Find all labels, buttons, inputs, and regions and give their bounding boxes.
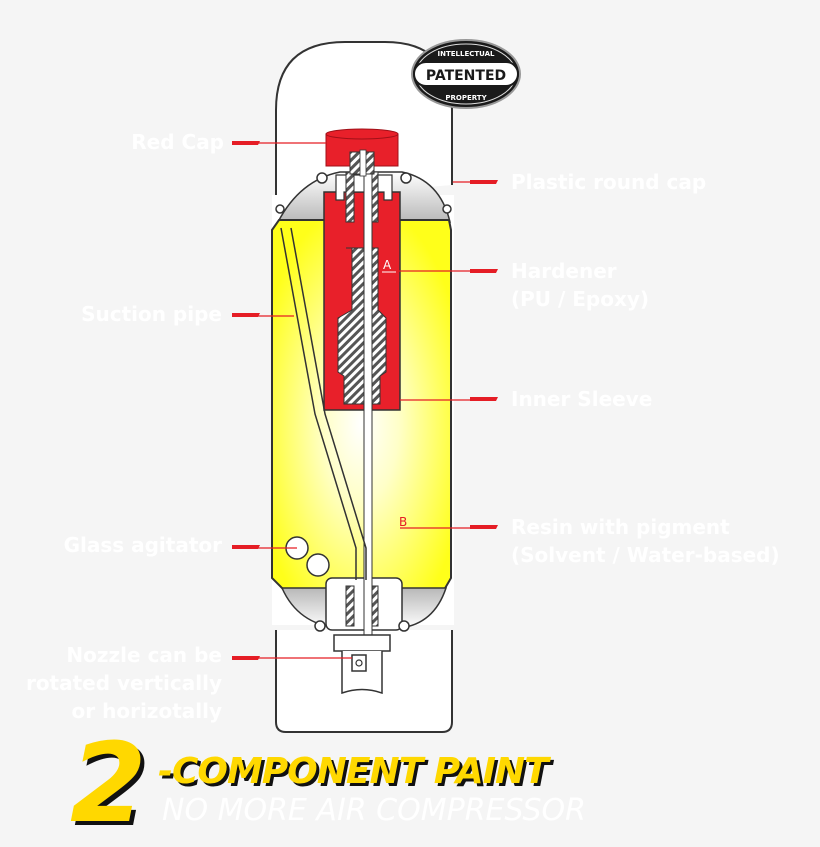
label-suction-pipe: Suction pipe (81, 302, 222, 326)
label-resin-line1: Resin with pigment (511, 515, 730, 539)
label-resin: Resin with pigment (Solvent / Water-base… (511, 513, 780, 569)
label-resin-line2: (Solvent / Water-based) (511, 543, 780, 567)
label-nozzle-line2: rotated vertically (25, 671, 222, 695)
title-number: 2 (70, 719, 147, 847)
label-plastic-round-cap: Plastic round cap (511, 170, 707, 194)
label-inner-sleeve: Inner Sleeve (511, 387, 653, 411)
patented-badge: PATENTED INTELLECTUAL PROPERTY (411, 39, 521, 109)
nozzle-collar (333, 634, 391, 652)
leader-lines (232, 141, 498, 660)
badge-top-text: INTELLECTUAL (438, 50, 496, 58)
label-hardener-line1: Hardener (511, 259, 617, 283)
product-title: 2 -COMPONENT PAINT NO MORE AIR COMPRESSO… (70, 728, 650, 838)
title-subtitle: NO MORE AIR COMPRESSOR (162, 793, 586, 828)
title-main: -COMPONENT PAINT (158, 751, 549, 792)
badge-bottom-text: PROPERTY (445, 94, 487, 102)
label-nozzle-line1: Nozzle can be (66, 643, 222, 667)
marker-b: B (399, 515, 407, 529)
label-hardener-line2: (PU / Epoxy) (511, 287, 650, 311)
label-nozzle: Nozzle can be rotated vertically or hori… (26, 641, 222, 725)
label-red-cap: Red Cap (131, 130, 224, 154)
badge-main-text: PATENTED (426, 68, 506, 84)
central-tube (363, 149, 373, 636)
label-nozzle-line3: or horizotally (71, 699, 222, 723)
marker-a: A (383, 258, 392, 272)
suction-pipe (280, 227, 357, 580)
glass-agitator-ball (306, 553, 330, 577)
label-hardener: Hardener (PU / Epoxy) (511, 257, 649, 313)
label-glass-agitator: Glass agitator (63, 533, 222, 557)
